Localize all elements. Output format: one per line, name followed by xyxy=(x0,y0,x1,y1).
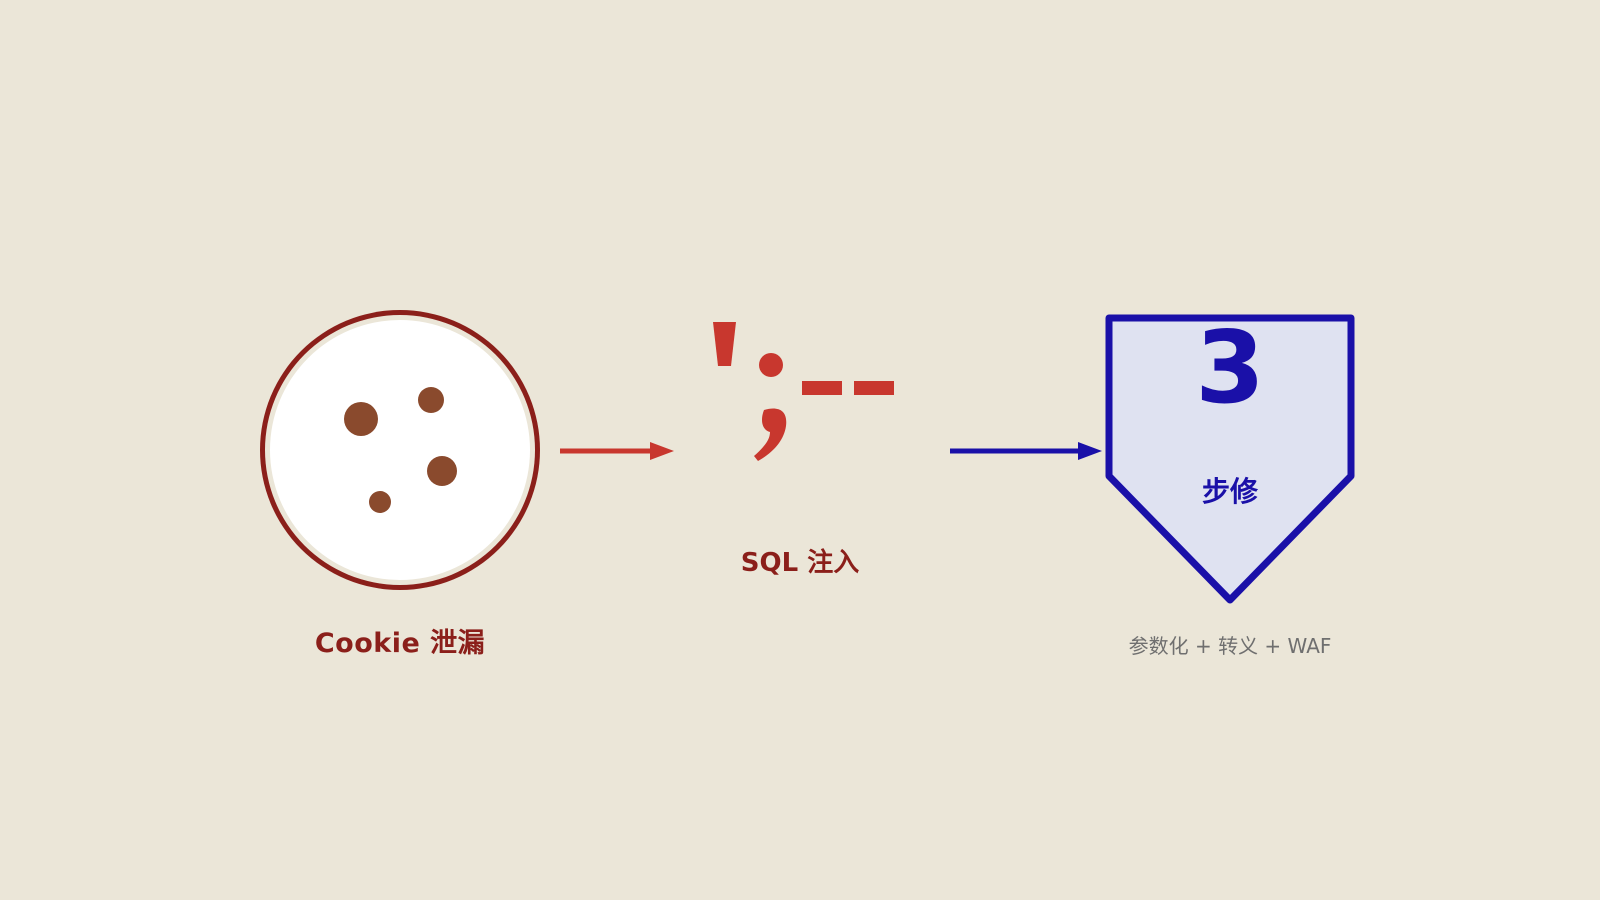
arrow-right-icon xyxy=(558,436,674,466)
dash-glyph-icon xyxy=(854,381,894,395)
sql-injection-label: SQL 注入 xyxy=(740,548,860,578)
fix-step-number: 3 xyxy=(1195,309,1265,426)
cookie-chip-icon xyxy=(344,402,378,436)
quote-glyph-icon xyxy=(713,322,736,366)
cookie-chip-icon xyxy=(418,387,444,413)
cookie-leak-label: Cookie 泄漏 xyxy=(314,628,486,659)
cookie-chip-icon xyxy=(427,456,457,486)
dash-glyph-icon xyxy=(802,381,842,395)
sql-injection-glyphs xyxy=(700,300,920,480)
arrow-right-icon xyxy=(948,436,1104,466)
shield-icon xyxy=(1104,313,1360,613)
semicolon-dot-icon xyxy=(759,353,783,377)
fix-step-caption: 步修 xyxy=(1201,475,1258,508)
cookie-icon xyxy=(256,306,544,594)
fix-methods-label: 参数化 + 转义 + WAF xyxy=(1128,634,1332,658)
semicolon-comma-icon xyxy=(754,408,787,461)
cookie-chip-icon xyxy=(369,491,391,513)
